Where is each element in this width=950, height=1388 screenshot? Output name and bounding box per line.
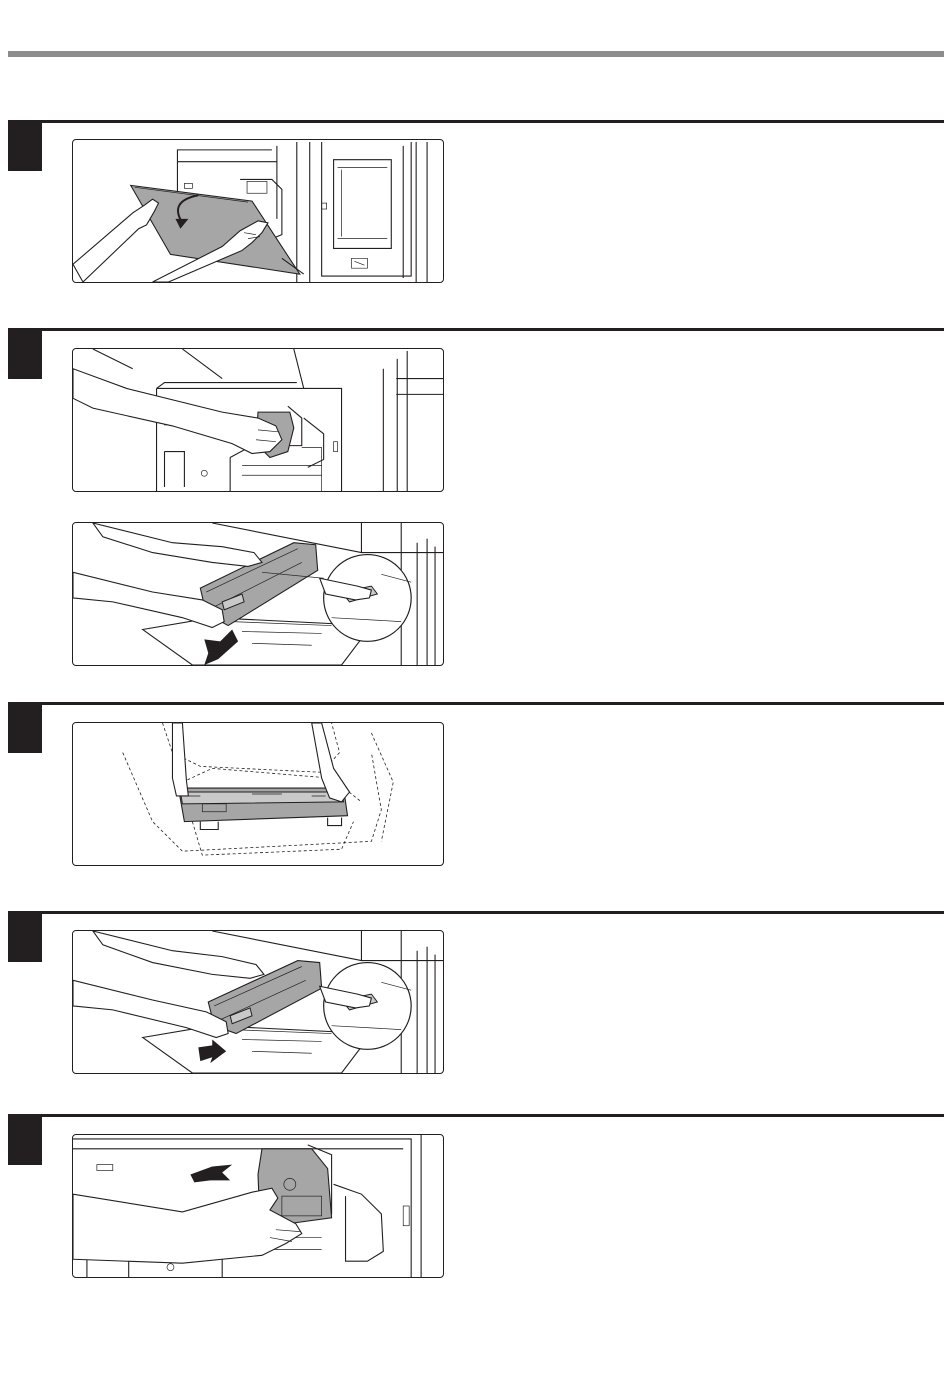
step-number-box <box>8 123 42 171</box>
step-number-box <box>8 705 42 753</box>
illustration-insert-container <box>72 1134 444 1278</box>
illustration-shake-unit <box>72 722 444 866</box>
step-number-box <box>8 331 42 379</box>
step-divider <box>8 911 944 914</box>
illustration-pull-out-unit <box>72 522 444 666</box>
step-number-box <box>8 914 42 962</box>
step-divider <box>8 702 944 705</box>
step-number-box <box>8 1117 42 1165</box>
step-divider <box>8 328 944 331</box>
illustration-grip-toner-container <box>72 348 444 492</box>
step-divider <box>8 1114 944 1117</box>
illustration-push-unit-in <box>72 930 444 1074</box>
step-divider <box>8 120 944 123</box>
illustration-open-front-cover <box>72 139 444 283</box>
top-header-bar <box>8 51 944 57</box>
